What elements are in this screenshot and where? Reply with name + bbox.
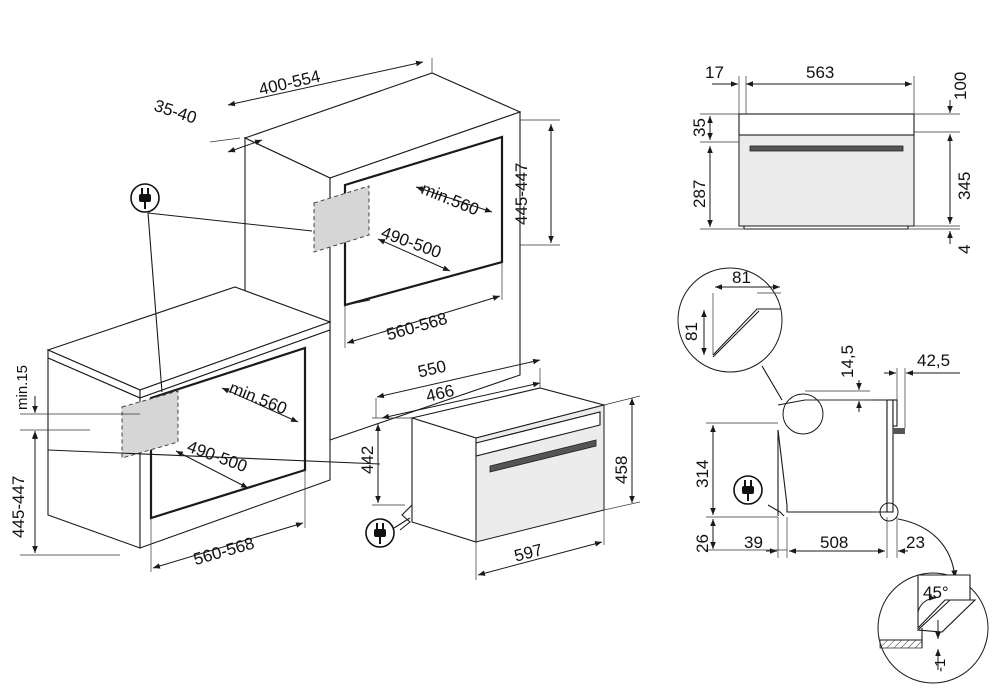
dim-front-top: 100 [951,72,970,100]
dim-detail-offset: -1 [932,659,949,672]
dim-front-bottom: 4 [955,245,974,254]
dim-side-front-overhang: 23 [906,533,925,552]
front-view [738,113,915,230]
dim-side-height: 314 [693,460,712,488]
appliance-side [411,417,477,543]
appliance-handle [489,439,597,473]
dim-front-band: 35 [690,118,709,137]
dim-side-top-gap: 14,5 [838,345,857,378]
counter-front [139,329,331,549]
dim-side-bottom: 26 [693,534,712,553]
dim-front-total: 345 [955,172,974,200]
plug-icon [130,183,160,213]
dim-front-left: 17 [705,63,724,82]
dim-side-rear: 39 [744,533,763,552]
front-view-dimensions: 17 563 100 35 287 345 4 [690,63,974,254]
plug-icon [365,518,395,548]
counter-cabinet [46,286,332,549]
dim-column-height: 445-447 [512,163,531,225]
hatched-surface [879,639,923,649]
dim-counter-height: 445-447 [9,476,28,538]
detail-bottom-circle: 45° -1 [877,572,989,684]
column-socket-area [313,185,370,253]
dim-counter-width: 560-568 [191,534,256,569]
dim-front-body: 287 [690,180,709,208]
dim-column-depth: 400-554 [257,67,322,100]
dim-appliance-body-height: 442 [358,446,377,474]
dim-detail-top-h: 81 [732,268,751,287]
dim-counter-min-gap: min.15 [14,365,31,410]
counter-socket-area [121,390,179,459]
detail-top-circle: 81 81 [677,267,783,401]
dim-detail-top-v: 81 [682,322,701,341]
dim-column-offset: 35-40 [152,96,199,128]
side-view-dimensions: 14,5 42,5 314 26 39 508 23 [693,345,960,558]
dim-detail-angle: 45° [923,583,949,602]
plug-leaders [47,212,381,465]
dim-side-front: 42,5 [917,351,950,370]
dim-appliance-front-height: 458 [612,456,631,484]
side-view [767,393,905,522]
plug-icon [733,475,763,505]
appliance-perspective [399,387,607,543]
front-view-handle [749,145,904,152]
dim-appliance-front-width: 597 [512,540,544,565]
dim-front-width: 563 [806,63,834,82]
side-view-door [886,399,894,513]
dim-side-depth: 508 [820,533,848,552]
